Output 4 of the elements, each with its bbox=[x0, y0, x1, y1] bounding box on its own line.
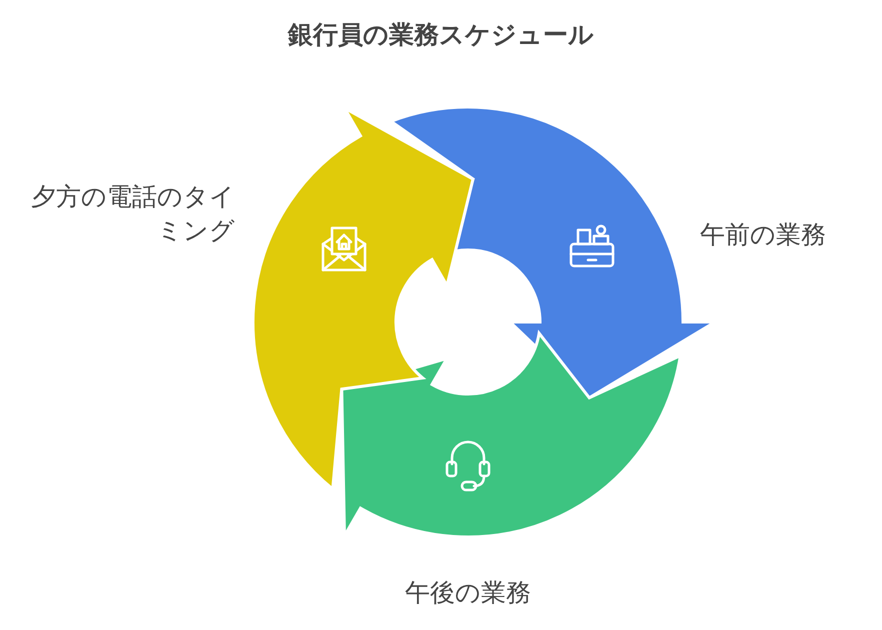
diagram-title: 銀行員の業務スケジュール bbox=[288, 19, 594, 51]
stage-label: 午前の業務 bbox=[700, 219, 827, 251]
stage-label: 午後の業務 bbox=[404, 577, 532, 609]
stage-label: 夕方の電話のタイミング bbox=[30, 181, 235, 247]
